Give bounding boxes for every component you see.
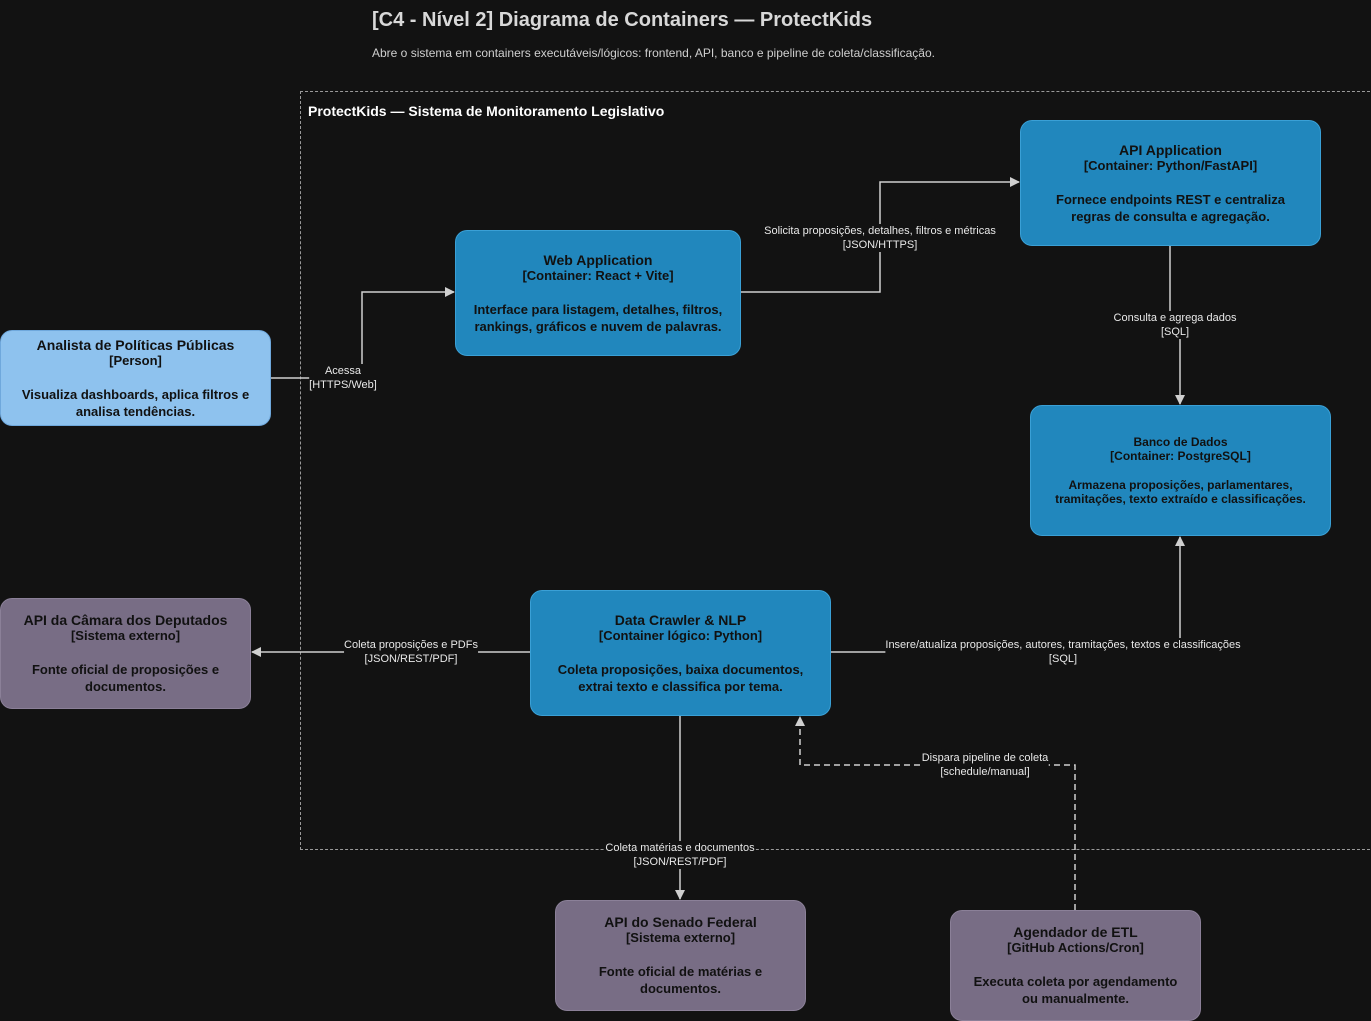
node-senado-title: API do Senado Federal: [604, 914, 757, 930]
node-crawler-title: Data Crawler & NLP: [614, 611, 747, 628]
node-analyst-type: [Person]: [109, 352, 162, 368]
edge-label-coleta-camara: Coleta proposições e PDFs [JSON/REST/PDF…: [344, 638, 478, 666]
edge-insere-text: Insere/atualiza proposições, autores, tr…: [885, 639, 1241, 651]
edge-dispara: [795, 716, 1076, 910]
node-crawler-type: [Container lógico: Python]: [598, 627, 763, 643]
diagram-title: [C4 - Nível 2] Diagrama de Containers — …: [372, 9, 873, 31]
edge-dispara-tech: [schedule/manual]: [940, 766, 1030, 778]
node-crawler[interactable]: Data Crawler & NLP [Container lógico: Py…: [530, 590, 831, 716]
edge-solicita-tech: [JSON/HTTPS]: [842, 239, 918, 251]
node-crawler-desc: Coleta proposições, baixa documentos, ex…: [557, 661, 804, 694]
node-web-app[interactable]: Web Application [Container: React + Vite…: [455, 230, 741, 356]
node-api-app-title: API Application: [1119, 141, 1222, 158]
node-camara-type: [Sistema externo]: [70, 628, 181, 643]
node-analyst-desc: Visualiza dashboards, aplica filtros e a…: [21, 386, 250, 419]
edge-label-insere: Insere/atualiza proposições, autores, tr…: [885, 638, 1241, 666]
node-web-app-desc: Interface para listagem, detalhes, filtr…: [473, 301, 723, 334]
node-scheduler-desc: Executa coleta por agendamento ou manual…: [973, 974, 1178, 1006]
node-database[interactable]: Banco de Dados [Container: PostgreSQL] A…: [1030, 405, 1331, 536]
edge-insere: [831, 536, 1185, 653]
node-analyst[interactable]: Analista de Políticas Públicas [Person] …: [0, 330, 271, 426]
node-database-desc: Armazena proposições, parlamentares, tra…: [1055, 478, 1306, 506]
edge-label-dispara: Dispara pipeline de coleta [schedule/man…: [921, 751, 1049, 779]
edge-acessa-text: Acessa: [324, 365, 362, 377]
node-scheduler-title: Agendador de ETL: [1013, 924, 1138, 940]
node-analyst-title: Analista de Políticas Públicas: [36, 336, 235, 353]
edge-acessa-tech: [HTTPS/Web]: [309, 379, 377, 391]
system-boundary: [300, 91, 1371, 850]
node-web-app-title: Web Application: [543, 251, 653, 268]
edge-coleta-camara-text: Coleta proposições e PDFs: [344, 639, 478, 651]
node-api-app-desc: Fornece endpoints REST e centraliza regr…: [1056, 191, 1285, 224]
edge-coleta-senado-text: Coleta matérias e documentos: [605, 842, 755, 854]
edge-insere-tech: [SQL]: [1048, 653, 1078, 665]
node-web-app-type: [Container: React + Vite]: [522, 267, 674, 283]
edge-dispara-text: Dispara pipeline de coleta: [921, 752, 1049, 764]
node-senado[interactable]: API do Senado Federal [Sistema externo] …: [555, 900, 806, 1011]
edge-coleta-senado-tech: [JSON/REST/PDF]: [633, 856, 727, 868]
edge-consulta-text: Consulta e agrega dados: [1113, 312, 1237, 324]
system-boundary-label: ProtectKids — Sistema de Monitoramento L…: [308, 103, 665, 119]
node-database-type: [Container: PostgreSQL]: [1110, 449, 1251, 463]
node-camara-title: API da Câmara dos Deputados: [23, 612, 228, 628]
node-senado-desc: Fonte oficial de matérias e documentos.: [598, 964, 763, 996]
diagram-subtitle: Abre o sistema em containers executáveis…: [372, 46, 935, 60]
node-camara[interactable]: API da Câmara dos Deputados [Sistema ext…: [0, 598, 251, 709]
node-scheduler[interactable]: Agendador de ETL [GitHub Actions/Cron] E…: [950, 910, 1201, 1021]
node-database-title: Banco de Dados: [1133, 435, 1228, 449]
node-api-app[interactable]: API Application [Container: Python/FastA…: [1020, 120, 1321, 246]
edge-label-acessa: Acessa [HTTPS/Web]: [309, 364, 377, 392]
node-senado-type: [Sistema externo]: [625, 930, 736, 945]
edge-coleta-camara-tech: [JSON/REST/PDF]: [364, 653, 458, 665]
edge-consulta-tech: [SQL]: [1160, 326, 1190, 338]
node-scheduler-type: [GitHub Actions/Cron]: [1007, 940, 1144, 955]
node-api-app-type: [Container: Python/FastAPI]: [1083, 157, 1258, 173]
edge-label-solicita: Solicita proposições, detalhes, filtros …: [764, 224, 996, 252]
edge-label-coleta-senado: Coleta matérias e documentos [JSON/REST/…: [605, 841, 755, 869]
edge-label-consulta: Consulta e agrega dados [SQL]: [1113, 311, 1237, 339]
edge-solicita-text: Solicita proposições, detalhes, filtros …: [764, 225, 996, 237]
node-camara-desc: Fonte oficial de proposições e documento…: [31, 662, 220, 694]
